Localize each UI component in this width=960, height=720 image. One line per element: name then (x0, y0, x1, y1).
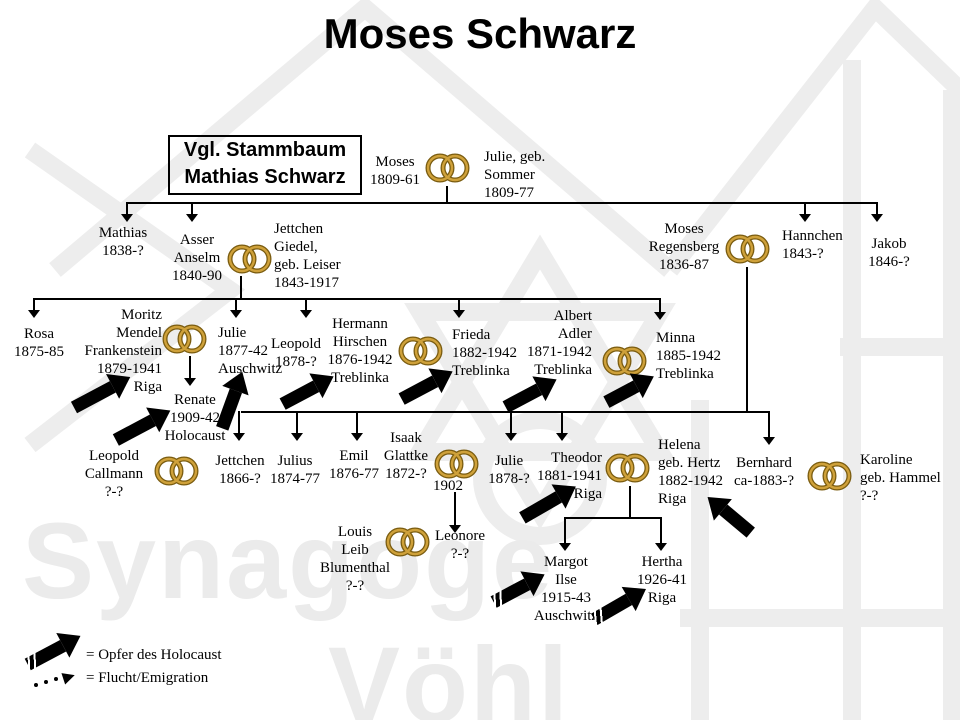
tree-drop-asser (186, 202, 198, 222)
person-rosa: Rosa 1875-85 (14, 326, 64, 360)
tree-drop-jettchen1866 (233, 411, 245, 441)
person-louis-blumenthal: Louis Leib Blumenthal ?-? (320, 524, 390, 594)
person-jakob: Jakob 1846-? (868, 236, 910, 270)
tree-connector (240, 276, 242, 299)
tree-drop-emil (351, 411, 363, 441)
person-jettchen-giedel: Jettchen Giedel, geb. Leiser 1843-1917 (274, 221, 341, 291)
tree-drop-julius (291, 411, 303, 441)
person-hannchen: Hannchen 1843-? (782, 228, 843, 262)
person-margot-ilse: Margot Ilse 1915-43 Auschwitz (533, 554, 599, 624)
tree-connector (746, 267, 748, 413)
tree-drop-leopold (300, 298, 312, 318)
person-leonore: Leonore ?-? (435, 528, 485, 562)
tree-line-gen5 (564, 517, 662, 519)
tree-line-gen4 (241, 411, 770, 413)
wedding-rings-icon (434, 449, 479, 479)
wedding-rings-icon (385, 527, 430, 557)
tree-drop-jakob (871, 202, 883, 222)
tree-drop-hertha (655, 517, 667, 551)
person-julie-1877: Julie 1877-42 Auschwitz (218, 325, 283, 377)
person-helena-hertz: Helena geb. Hertz 1882-1942 Riga (658, 437, 723, 507)
legend-emigration-label: = Flucht/Emigration (86, 670, 209, 686)
wedding-rings-icon (227, 244, 272, 274)
wedding-rings-icon (807, 461, 852, 491)
wedding-rings-icon (425, 153, 470, 183)
wedding-rings-icon (605, 453, 650, 483)
person-moses: Moses 1809-61 (370, 154, 420, 188)
tree-drop-leonore (449, 492, 461, 533)
watermark-word-synagoge: Synagoge (22, 500, 555, 621)
person-hertha: Hertha 1926-41 Riga (637, 554, 687, 606)
person-renate: Renate 1909-42 Holocaust (164, 392, 226, 444)
tree-connector (446, 186, 448, 202)
person-julius: Julius 1874-77 (270, 453, 320, 487)
tree-drop-mathias (121, 202, 133, 222)
tree-drop-julie1877 (230, 298, 242, 318)
person-leopold-1878: Leopold 1878-? (271, 336, 321, 370)
person-leopold-callmann: Leopold Callmann ?-? (84, 448, 144, 500)
legend-emigration-arrow-icon (30, 669, 80, 690)
tree-drop-rosa (28, 298, 40, 318)
person-moritz-frankenstein: Moritz Mendel Frankenstein 1879-1941 Rig… (84, 307, 162, 395)
person-hermann-hirschen: Hermann Hirschen 1876-1942 Treblinka (327, 316, 393, 386)
tree-drop-theodor (556, 411, 568, 441)
tree-drop-hannchen (799, 202, 811, 222)
wedding-rings-icon (725, 234, 770, 264)
person-bernhard: Bernhard ca-1883-? (734, 455, 794, 489)
person-asser-anselm: Asser Anselm 1840-90 (172, 232, 222, 284)
stammbaum-reference-box: Vgl. Stammbaum Mathias Schwarz (168, 135, 362, 195)
tree-connector (629, 486, 631, 518)
person-albert-adler: Albert Adler 1871-1942 Treblinka (527, 308, 592, 378)
wedding-rings-icon (398, 336, 443, 366)
tree-line-gen2 (126, 202, 878, 204)
person-mathias: Mathias 1838-? (98, 225, 148, 259)
person-emil: Emil 1876-77 (329, 448, 379, 482)
watermark-word-voehl: Vöhl (328, 624, 570, 720)
tree-drop-frieda (453, 298, 465, 318)
tree-drop-minna (654, 298, 666, 320)
person-frieda: Frieda 1882-1942 Treblinka (452, 327, 517, 379)
person-moses-regensberg: Moses Regensberg 1836-87 (648, 221, 720, 273)
page-title: Moses Schwarz (323, 10, 637, 57)
tree-drop-margot (559, 517, 571, 551)
wedding-rings-icon (162, 324, 207, 354)
person-julie-1878: Julie 1878-? (488, 453, 530, 487)
tree-drop-bernhard (763, 411, 775, 445)
wedding-rings-icon (602, 346, 647, 376)
person-julie-sommer: Julie, geb. Sommer 1809-77 (484, 149, 546, 201)
tree-line-gen3 (33, 298, 661, 300)
person-isaak-glattke: Isaak Glattke 1872-? (383, 430, 429, 482)
marriage-year-1902: 1902 (433, 478, 463, 494)
person-theodor: Theodor 1881-1941 Riga (537, 450, 602, 502)
person-minna: Minna 1885-1942 Treblinka (656, 330, 721, 382)
legend-holocaust-label: = Opfer des Holocaust (86, 647, 222, 663)
wedding-rings-icon (154, 456, 199, 486)
tree-drop-julie1878 (505, 411, 517, 441)
tree-drop-renate (184, 356, 196, 386)
person-karoline-hammel: Karoline geb. Hammel ?-? (860, 452, 941, 504)
person-jettchen-1866: Jettchen 1866-? (215, 453, 265, 487)
